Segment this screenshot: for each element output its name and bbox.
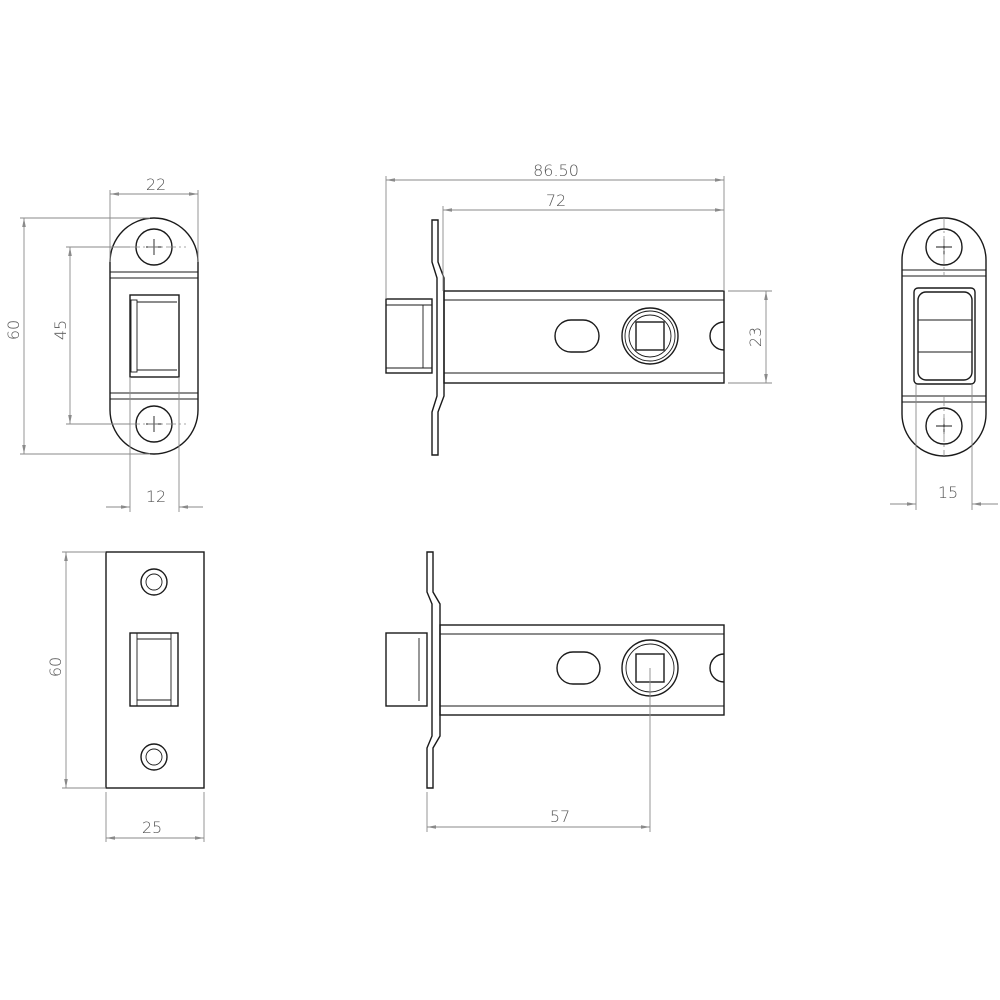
latch-side-view: 86.50 72 23 (385, 161, 772, 456)
dim-strike-opening: 12 (146, 487, 166, 506)
dim-faceplate-width: 25 (142, 818, 162, 837)
slot-icon (554, 319, 600, 353)
spindle-hub-icon (621, 307, 679, 365)
dim-backset: 57 (550, 807, 570, 826)
dim-hole-centres: 45 (51, 320, 70, 340)
dim-body-height: 23 (746, 327, 765, 347)
strike-front-view: 22 60 45 12 (4, 175, 203, 512)
dim-rear-opening: 15 (938, 483, 958, 502)
rear-strike-view: 15 (890, 217, 998, 510)
dim-strike-width: 22 (146, 175, 166, 194)
faceplate-front-view: 60 25 (46, 551, 205, 842)
dim-strike-height: 60 (4, 320, 23, 340)
latch-backset-view: 57 (385, 551, 725, 832)
dim-body-length: 72 (546, 191, 566, 210)
dim-overall-length: 86.50 (533, 161, 579, 180)
dim-faceplate-height: 60 (46, 657, 65, 677)
